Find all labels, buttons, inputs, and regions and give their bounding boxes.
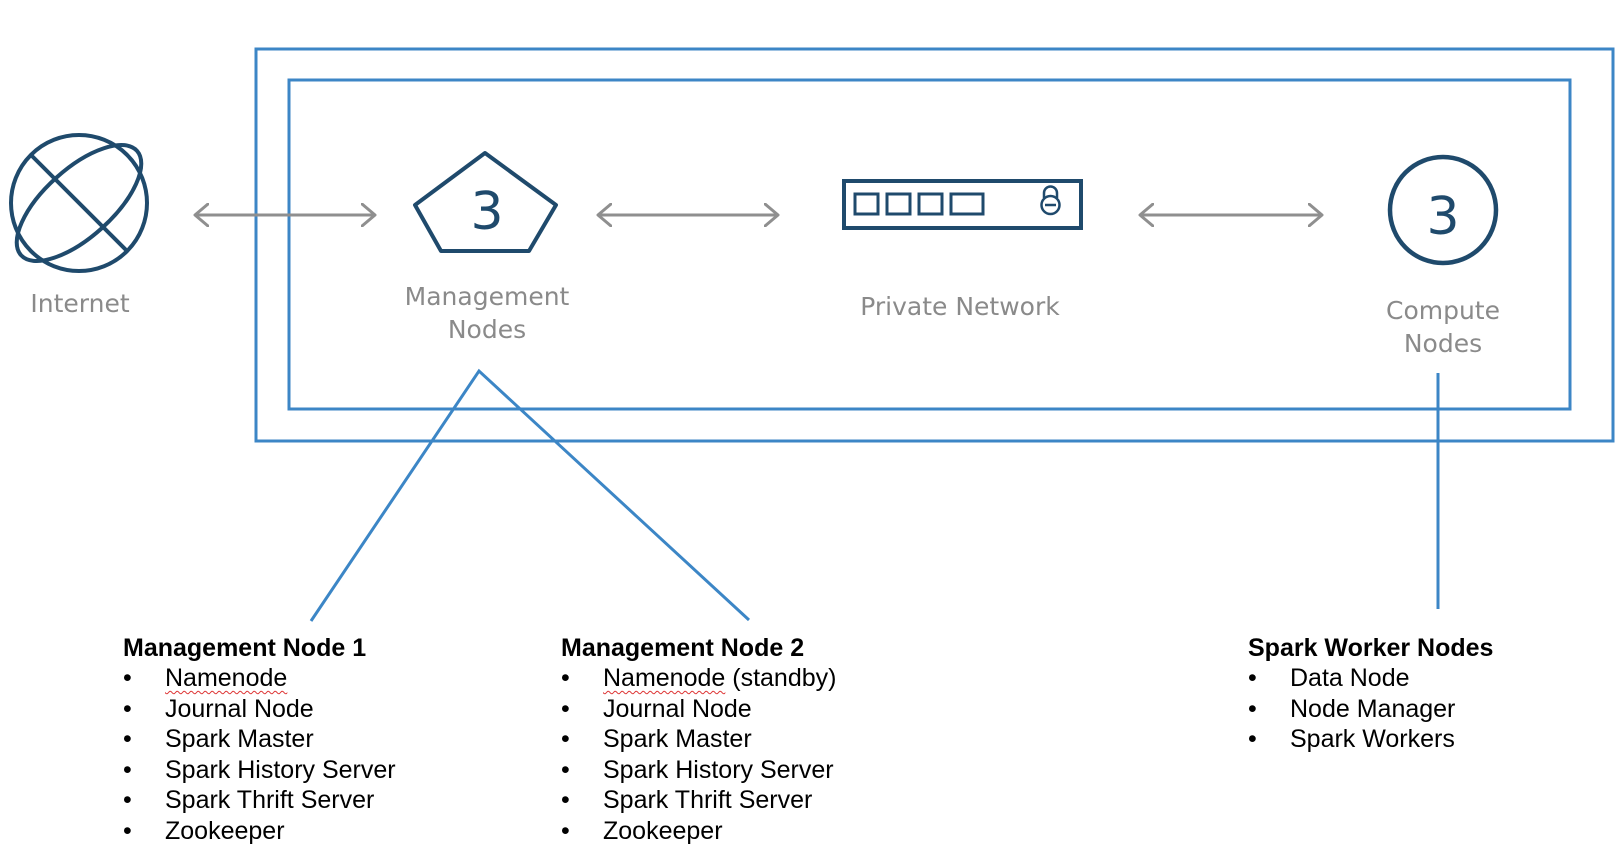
lock-icon (1040, 185, 1061, 216)
list-item: Zookeeper (123, 816, 396, 847)
panel-title: Management Node 2 (561, 634, 805, 662)
list-item: Spark History Server (123, 755, 396, 786)
list-item: Spark History Server (561, 755, 836, 786)
management-nodes-label-line1: Management (404, 282, 570, 311)
list-item: Journal Node (123, 694, 396, 725)
list-item-label: Spark History Server (165, 755, 396, 784)
compute-node-count: 3 (1426, 187, 1459, 247)
inner-boundary-frame (287, 78, 1572, 411)
list-item-label: Namenode (165, 664, 288, 692)
list-item-qualifier: (standby) (725, 664, 837, 692)
list-item-label: Spark Thrift Server (165, 786, 375, 814)
list-item: Namenode (123, 663, 396, 694)
list-item: Spark Workers (1248, 724, 1493, 755)
network-switch-icon (842, 179, 1083, 230)
list-item: Data Node (1248, 663, 1493, 694)
list-item-label: Spark Master (165, 725, 314, 753)
list-item-label: Spark Thrift Server (603, 786, 813, 814)
list-item: Zookeeper (561, 816, 836, 847)
list-item-label: Namenode (603, 664, 726, 692)
circle-icon: 3 (1387, 154, 1499, 266)
list-item-label: Journal Node (165, 694, 314, 723)
list-item: Spark Master (561, 724, 836, 755)
list-item-label: Spark Master (603, 725, 752, 753)
list-item-label: Data Node (1290, 664, 1410, 692)
panel-title: Spark Worker Nodes (1248, 634, 1494, 662)
internet-label: Internet (30, 289, 130, 318)
list-item-label: Spark History Server (603, 755, 834, 784)
management-node-count: 3 (470, 182, 503, 242)
outer-boundary-frame (254, 47, 1615, 443)
management-connector-lines (309, 368, 751, 622)
list-item-label: Zookeeper (603, 816, 723, 845)
list-item: Journal Node (561, 694, 836, 725)
private-network-label: Private Network (860, 292, 1060, 321)
list-item-label: Node Manager (1290, 694, 1456, 723)
management-node-1-panel: Management Node 1 Namenode Journal Node … (123, 634, 396, 846)
globe-icon (9, 133, 149, 273)
panel-title: Management Node 1 (123, 634, 367, 662)
list-item: Spark Thrift Server (561, 785, 836, 816)
compute-nodes-label: Compute Nodes (1333, 294, 1553, 360)
list-item-label: Spark Workers (1290, 725, 1455, 753)
list-item: Namenode (standby) (561, 663, 836, 694)
list-item: Node Manager (1248, 694, 1493, 725)
list-item-label: Zookeeper (165, 816, 285, 845)
compute-nodes-label-line2: Nodes (1403, 329, 1483, 358)
spark-worker-nodes-panel: Spark Worker Nodes Data Node Node Manage… (1248, 634, 1493, 755)
service-list: Data Node Node Manager Spark Workers (1248, 663, 1493, 755)
management-node-2-panel: Management Node 2 Namenode (standby) Jou… (561, 634, 836, 846)
list-item: Spark Master (123, 724, 396, 755)
management-nodes-label: Management Nodes (357, 280, 617, 346)
service-list: Namenode Journal Node Spark Master Spark… (123, 663, 396, 846)
service-list: Namenode (standby) Journal Node Spark Ma… (561, 663, 836, 846)
list-item-label: Journal Node (603, 694, 752, 723)
management-nodes-label-line2: Nodes (447, 315, 527, 344)
compute-nodes-label-line1: Compute (1385, 296, 1500, 325)
list-item: Spark Thrift Server (123, 785, 396, 816)
pentagon-icon: 3 (413, 151, 558, 253)
